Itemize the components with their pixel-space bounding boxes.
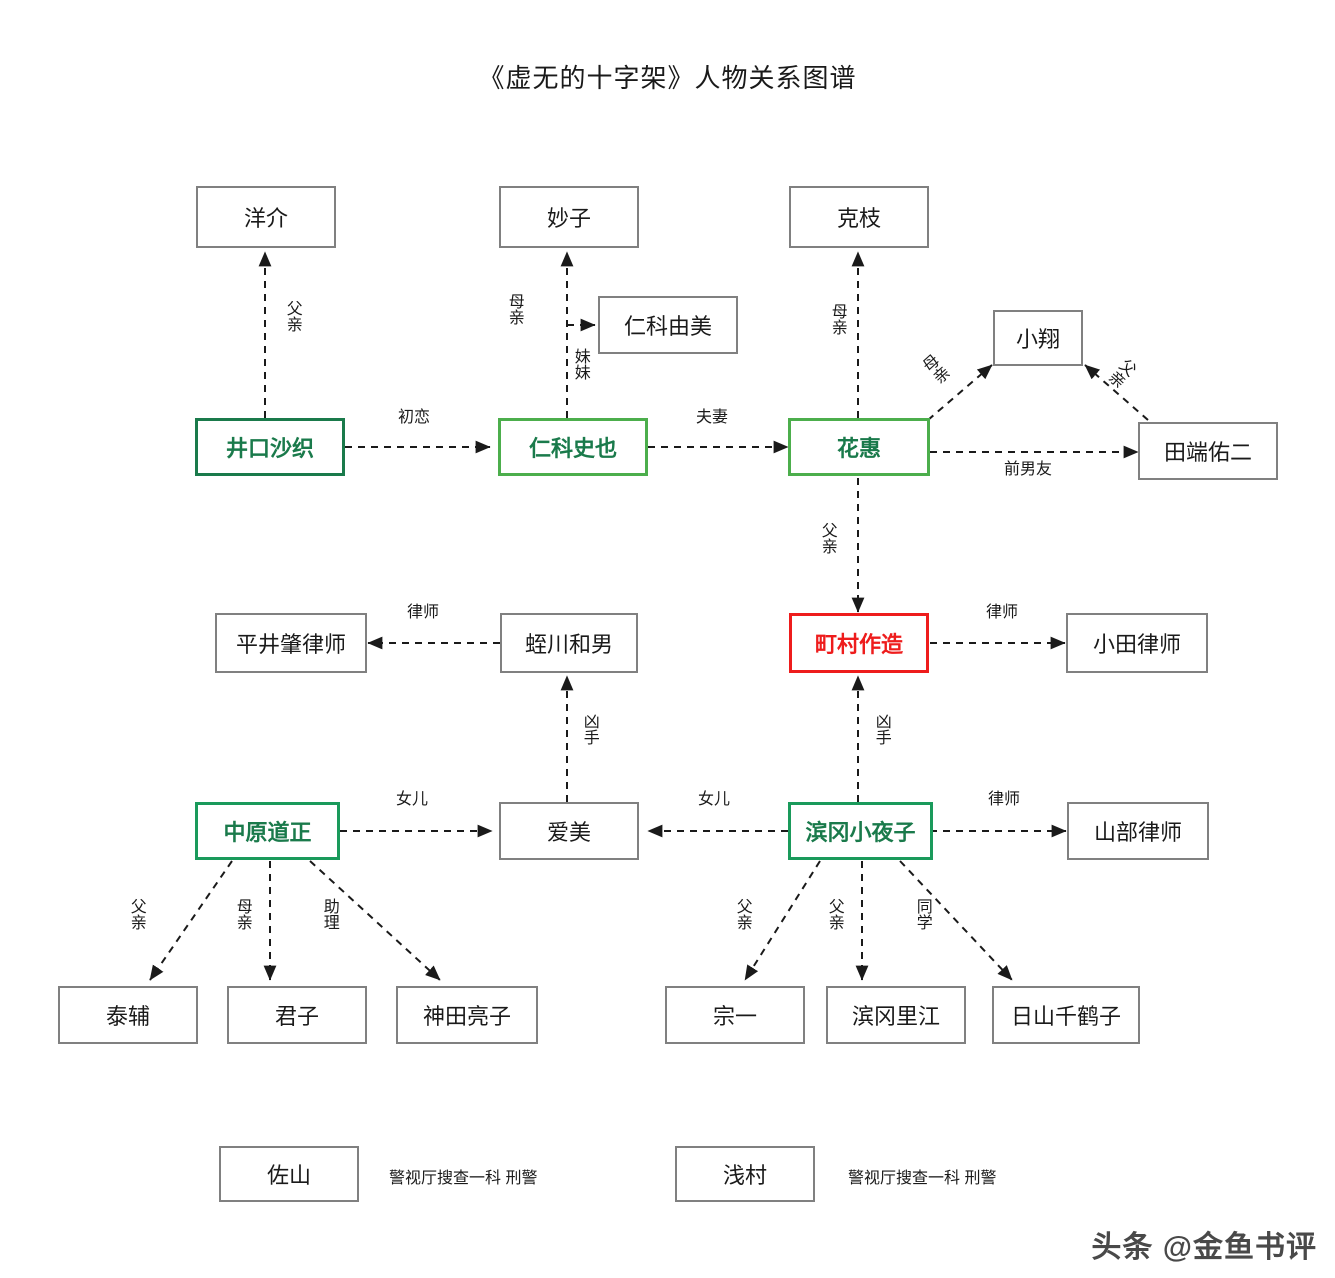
node-label: 爱美 <box>546 820 591 845</box>
legend-note-qiancun: 警视厅搜查一科 刑警 <box>848 1170 997 1187</box>
node-taifu[interactable]: 泰辅 <box>58 986 198 1044</box>
node-label: 井口沙织 <box>225 436 314 461</box>
node-label: 仁科由美 <box>623 314 712 339</box>
node-label: 宗一 <box>712 1004 757 1029</box>
legend-note-zuoshan: 警视厅搜查一科 刑警 <box>389 1170 538 1187</box>
node-label: 花惠 <box>836 436 881 461</box>
node-label: 山部律师 <box>1093 820 1182 845</box>
watermark: 头条 @金鱼书评 <box>1091 1231 1317 1264</box>
node-dingcunzuozao[interactable]: 町村作造 <box>789 613 929 673</box>
node-huahui[interactable]: 花惠 <box>788 418 930 476</box>
node-label: 平井肇律师 <box>235 632 346 657</box>
node-yangjie[interactable]: 洋介 <box>196 186 336 248</box>
node-pingjingzhao[interactable]: 平井肇律师 <box>215 613 367 673</box>
node-renkeyoumei[interactable]: 仁科由美 <box>598 296 738 354</box>
node-miaozi[interactable]: 妙子 <box>499 186 639 248</box>
node-label: 滨冈里江 <box>851 1004 940 1029</box>
node-label: 日山千鹤子 <box>1010 1004 1121 1029</box>
node-junzi[interactable]: 君子 <box>227 986 367 1044</box>
node-label: 町村作造 <box>814 632 903 657</box>
node-label: 小田律师 <box>1092 632 1181 657</box>
node-label: 泰辅 <box>105 1004 150 1029</box>
node-label: 君子 <box>274 1004 319 1029</box>
node-label: 蛭川和男 <box>524 632 613 657</box>
node-tianduanyouer[interactable]: 田端佑二 <box>1138 422 1278 480</box>
node-bingangxiaoyezi[interactable]: 滨冈小夜子 <box>788 802 933 860</box>
page-title: 《虚无的十字架》人物关系图谱 <box>478 63 857 93</box>
node-label: 中原道正 <box>223 820 312 845</box>
node-xiaotianlvshi[interactable]: 小田律师 <box>1066 613 1208 673</box>
node-label: 克枝 <box>836 206 881 231</box>
node-zhongyuandaozheng[interactable]: 中原道正 <box>195 802 340 860</box>
node-label: 洋介 <box>243 206 288 231</box>
node-zhichuanhenan[interactable]: 蛭川和男 <box>500 613 638 673</box>
node-zuoshan[interactable]: 佐山 <box>219 1146 359 1202</box>
node-label: 佐山 <box>266 1163 311 1188</box>
node-renkeshiye[interactable]: 仁科史也 <box>498 418 648 476</box>
node-shentianliangzi[interactable]: 神田亮子 <box>396 986 538 1044</box>
node-kezhi[interactable]: 克枝 <box>789 186 929 248</box>
node-label: 田端佑二 <box>1163 440 1252 465</box>
node-xiaoxiang[interactable]: 小翔 <box>993 310 1083 366</box>
node-label: 浅村 <box>722 1163 767 1188</box>
node-rishanqianhezi[interactable]: 日山千鹤子 <box>992 986 1140 1044</box>
node-bingangrijiang[interactable]: 滨冈里江 <box>826 986 966 1044</box>
node-qiancun[interactable]: 浅村 <box>675 1146 815 1202</box>
node-jingkoushazhi[interactable]: 井口沙织 <box>195 418 345 476</box>
node-zongyi[interactable]: 宗一 <box>665 986 805 1044</box>
node-label: 小翔 <box>1015 327 1060 352</box>
node-label: 滨冈小夜子 <box>805 820 916 845</box>
node-label: 神田亮子 <box>422 1004 511 1029</box>
node-aimei[interactable]: 爱美 <box>499 802 639 860</box>
node-label: 仁科史也 <box>528 436 617 461</box>
node-shanbulvshi[interactable]: 山部律师 <box>1067 802 1209 860</box>
node-label: 妙子 <box>546 206 591 231</box>
